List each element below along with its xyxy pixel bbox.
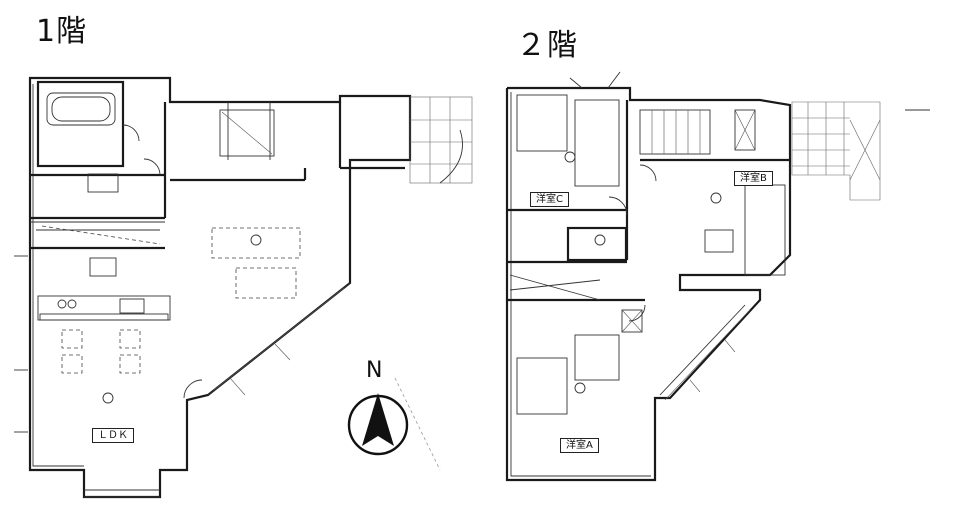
floor-2-outer-wall [505,86,792,482]
floor-2-plan [505,71,930,482]
north-arrow-icon [347,377,441,471]
floor-2-title: ２階 [516,28,578,63]
room-label-western-a: 洋室A [560,438,599,453]
room-label-western-c: 洋室C [530,192,569,207]
floor-1-title: 1階 [36,14,88,49]
door-swing-icon [183,379,203,399]
compass-north-label: N [366,358,383,383]
room-label-ldk: ＬＤＫ [92,428,134,443]
bathroom-wall [36,80,125,168]
stairs-icon [639,109,711,155]
floor-1-plan [14,76,473,499]
room-label-western-b: 洋室B [734,171,773,186]
balcony [791,101,881,201]
